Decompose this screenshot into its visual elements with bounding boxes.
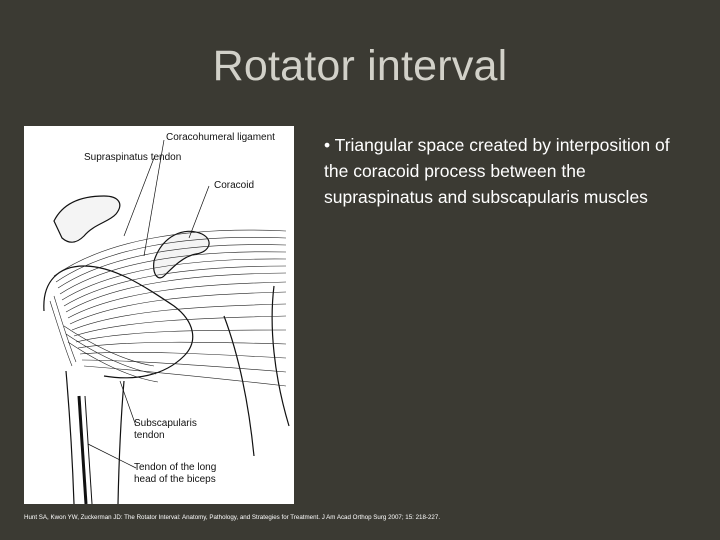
- label-subscapularis-line2: tendon: [134, 430, 165, 442]
- label-coracohumeral-ligament: Coracohumeral ligament: [166, 132, 275, 144]
- label-subscapularis-line1: Subscapularis: [134, 418, 197, 430]
- label-biceps-line2: head of the biceps: [134, 474, 216, 486]
- shoulder-anatomy-illustration: Coracohumeral ligament Supraspinatus ten…: [24, 126, 294, 504]
- label-biceps-line1: Tendon of the long: [134, 462, 216, 474]
- label-supraspinatus-tendon: Supraspinatus tendon: [84, 152, 181, 164]
- bullet-list: • Triangular space created by interposit…: [324, 132, 694, 210]
- bullet-item: • Triangular space created by interposit…: [324, 132, 694, 210]
- slide-title: Rotator interval: [0, 42, 720, 91]
- label-coracoid: Coracoid: [214, 180, 254, 192]
- citation: Hunt SA, Kwon YW, Zuckerman JD: The Rota…: [24, 514, 440, 521]
